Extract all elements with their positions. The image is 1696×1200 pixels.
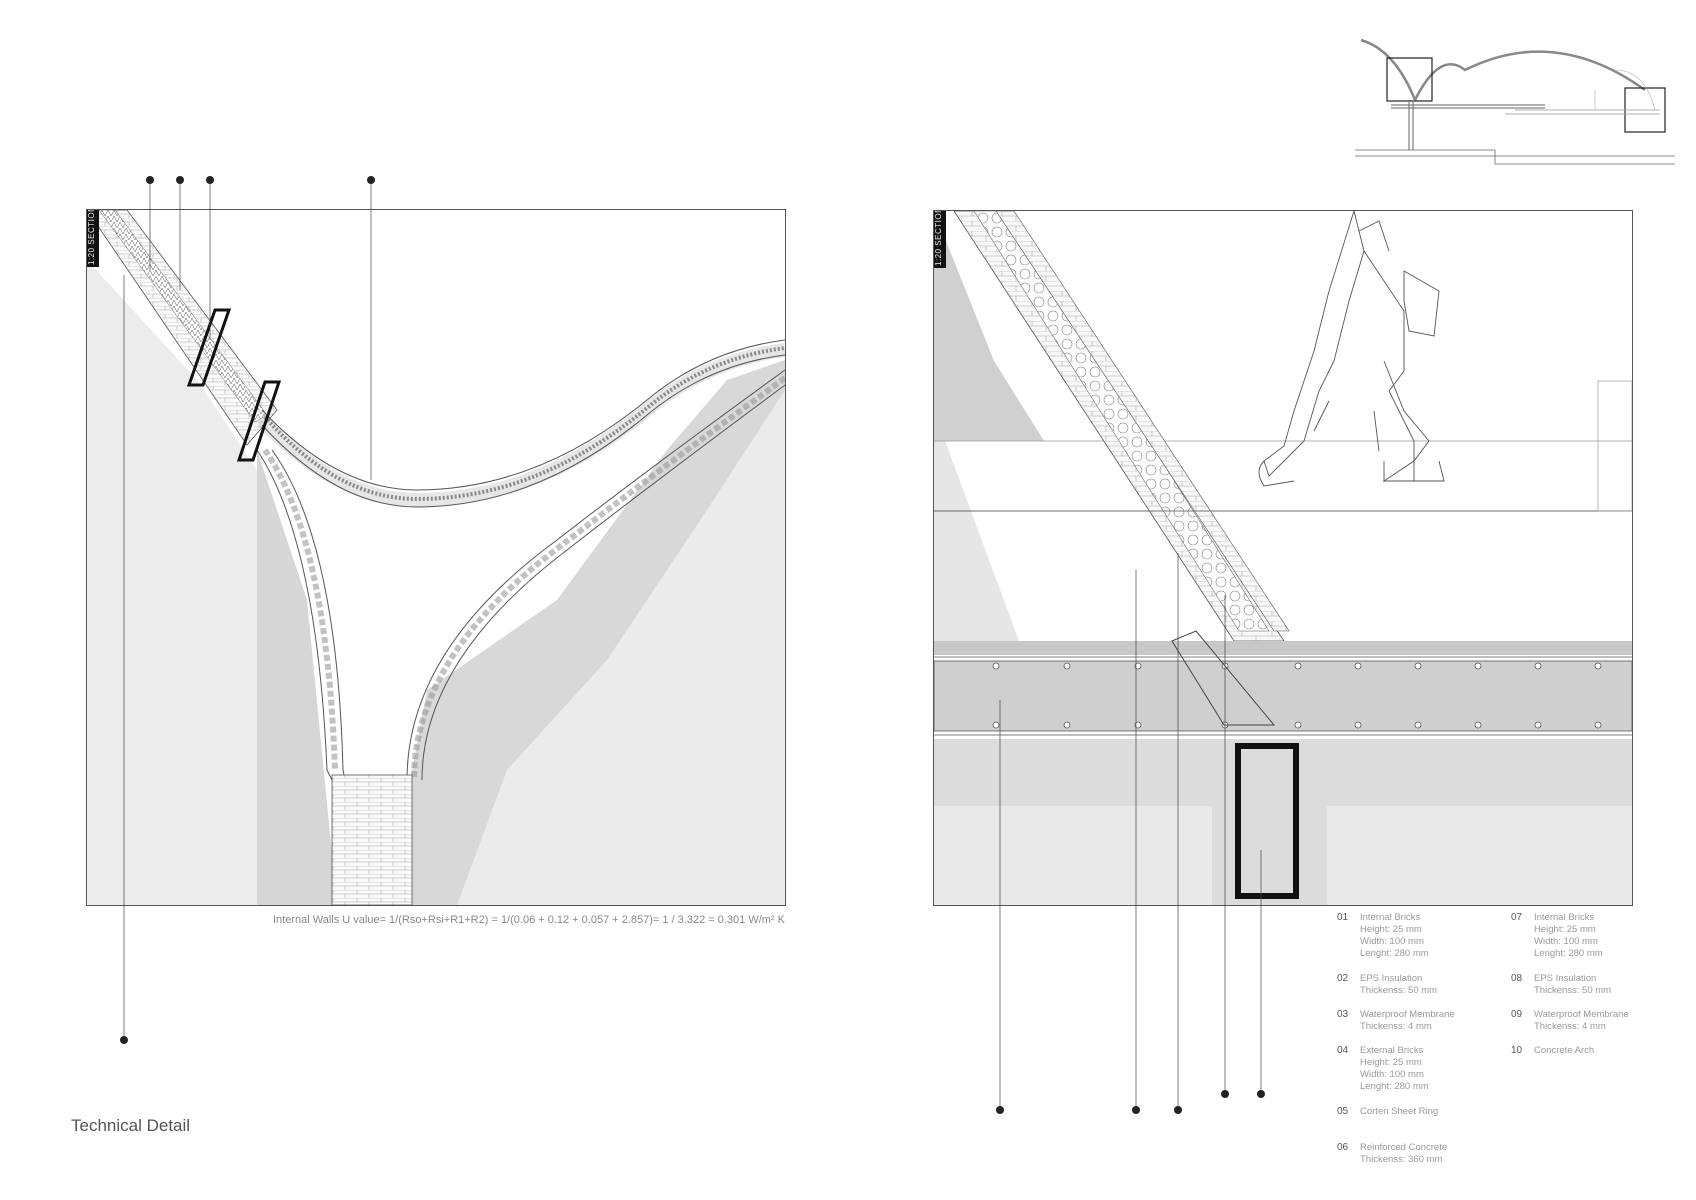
callout-dot-left-3 — [206, 176, 214, 184]
callout-dot-right-5 — [1257, 1090, 1265, 1098]
callout-dot-right-4 — [1221, 1090, 1229, 1098]
left-section-drawing: 1:20 SECTION — [86, 209, 786, 906]
left-section-svg — [87, 210, 785, 905]
key-plan-diagram — [1355, 38, 1675, 165]
callout-dot-right-2 — [1132, 1106, 1140, 1114]
callout-dot-left-2 — [176, 176, 184, 184]
right-scale-tag: 1:20 SECTION — [934, 211, 946, 268]
left-scale-tag: 1:20 SECTION — [87, 210, 99, 267]
page-title: Technical Detail — [71, 1116, 191, 1135]
u-value-formula: Internal Walls U value= 1/(Rso+Rsi+R1+R2… — [273, 914, 785, 926]
right-callout-leaders — [999, 553, 1262, 1110]
right-section-svg — [934, 211, 1632, 905]
callout-dot-left-4 — [367, 176, 375, 184]
callout-dot-left-1 — [146, 176, 154, 184]
callout-dot-right-3 — [1174, 1106, 1182, 1114]
callout-dot-right-1 — [996, 1106, 1004, 1114]
right-section-drawing: 1:20 SECTION — [933, 210, 1633, 906]
left-callout-leaders — [123, 180, 372, 1040]
callout-dot-left-5 — [120, 1036, 128, 1044]
